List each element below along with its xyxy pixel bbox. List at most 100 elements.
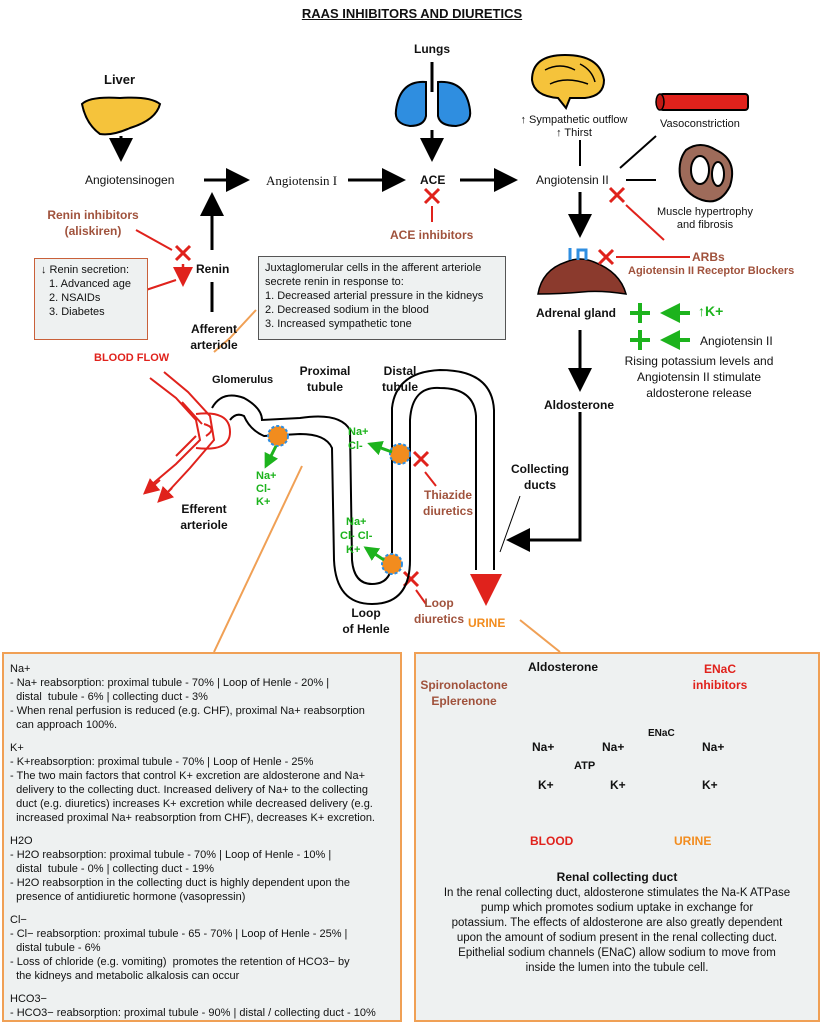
loop-ion: Cl- Cl- [340,530,373,542]
vasoconstriction-label: Vasoconstriction [660,118,740,130]
renin-secretion-box: ↓ Renin secretion: 1. Advanced age 2. NS… [34,258,148,340]
ion-section-line: presence of antidiuretic hormone (vasopr… [10,891,246,903]
jg-box-line: Juxtaglomerular cells in the afferent ar… [265,262,482,274]
rising-potassium-label-3: aldosterone release [646,386,752,400]
sympathetic-outflow-label: ↑ Sympathetic outflow [520,114,628,126]
loop-ion: K+ [346,544,361,556]
ion-section-line: the kidneys and metabolic alkalosis can … [10,970,240,982]
lungs-icon [394,62,472,128]
ion-section-line: distal tubule - 6% | collecting duct - 3… [10,691,208,703]
renin-inhibitors-label: Renin inhibitors [47,208,139,222]
renin-box-item: 1. Advanced age [49,278,131,290]
blood-label: BLOOD [530,834,574,848]
description-line: Epithelial sodium channels (ENaC) allow … [458,947,776,959]
renin-box-header: ↓ Renin secretion: [41,264,130,276]
muscle-hypertrophy-label: Muscle hypertrophy [657,206,753,218]
ion-section-line: - K+reabsorption: proximal tubule - 70% … [10,756,314,768]
loop-diuretics-label-1: Loop [424,596,454,610]
description-line: potassium. The effects of aldosterone ar… [451,917,783,929]
afferent-label: Afferent [190,322,237,336]
glomerulus-label: Glomerulus [212,374,274,386]
adrenal-gland-icon [537,248,628,295]
k-right-label: K+ [702,778,718,792]
na-left-label: Na+ [532,740,555,754]
description-line: inside the lumen into the tubule cell. [525,962,709,974]
angiotensin-ii-label: Angiotensin II [536,173,609,187]
distal-label: Distal [383,364,417,378]
heart-icon [678,144,734,203]
tubule-label: tubule [307,380,343,394]
ion-section: Cl−- Cl− reabsorption: proximal tubule -… [10,913,394,983]
ion-section-heading: H2O [10,835,33,847]
liver-icon [80,96,162,136]
renin-box-item: 2. NSAIDs [49,292,101,304]
description-line: upon the amount of sodium present in the… [456,932,778,944]
jg-box-line: 1. Decreased arterial pressure in the ki… [265,290,484,302]
efferent-arteriole-label: arteriole [180,518,228,532]
thiazide-label: Thiazide [423,488,472,502]
rp-aldosterone-label: Aldosterone [528,660,599,674]
thirst-label: ↑ Thirst [556,127,592,139]
blood-vessel-icon [655,93,749,111]
nephron-tubule [211,368,495,606]
proximal-ion: Na+ [256,470,277,482]
rising-potassium-label-2: Angiotensin II stimulate [636,370,762,384]
distal-tubule-label: tubule [382,380,418,394]
proximal-label: Proximal [299,364,351,378]
rp-urine-label: URINE [674,834,712,848]
jg-box-line: 2. Decreased sodium in the blood [265,304,429,316]
aliskiren-label: (aliskiren) [64,224,122,238]
aldosterone-label: Aldosterone [544,398,615,412]
ion-section-line: - H2O reabsorption: proximal tubule - 70… [10,849,332,861]
juxtaglomerular-box: Juxtaglomerular cells in the afferent ar… [258,256,506,340]
brain-icon [530,53,606,110]
arteriole-label: arteriole [190,338,238,352]
thiazide-diuretics-label: diuretics [422,504,473,518]
ion-section: HCO3−- HCO3− reabsorption: proximal tubu… [10,992,394,1020]
blood-flow-label: BLOOD FLOW [94,352,170,364]
collecting-label: Collecting [510,462,569,476]
loop-ion: Na+ [346,516,367,528]
ion-section: K+- K+reabsorption: proximal tubule - 70… [10,741,394,825]
ion-section: H2O - H2O reabsorption: proximal tubule -… [10,834,394,904]
ion-section-line: - Na+ reabsorption: proximal tubule - 70… [10,677,330,689]
jg-box-line: secrete renin in response to: [265,276,404,288]
angiotensin-i-label: Angiotensin I [266,173,338,188]
liver-label: Liver [104,72,136,87]
ducts-label: ducts [523,478,556,492]
ace-label: ACE [420,173,446,187]
collecting-duct-description: In the renal collecting duct, aldosteron… [418,886,816,976]
lungs-label: Lungs [414,42,450,56]
distal-ion: Na+ [348,426,369,438]
enac-label: ENaC [648,728,675,739]
k-mid-label: K+ [610,778,626,792]
ion-section-line: - When renal perfusion is reduced (e.g. … [10,705,365,717]
ion-section-line: duct (e.g. diuretics) increases K+ excre… [10,798,373,810]
na-right-label: Na+ [702,740,725,754]
ion-section-line: distal tubule - 0% | collecting duct - 1… [10,863,215,875]
ion-section-line: increased proximal Na+ reabsorption from… [10,812,375,824]
proximal-ion: Cl- [256,483,271,495]
angiotensinogen-label: Angiotensinogen [85,173,175,187]
efferent-label: Efferent [181,502,227,516]
renin-label: Renin [196,262,230,276]
renin-box-item: 3. Diabetes [49,306,105,318]
enac-inhibitors-label-2: inhibitors [692,678,748,692]
ion-section-line: distal tubule - 6% [10,942,101,954]
of-henle-label: of Henle [342,622,390,636]
angiotensin-ii-stim-label: Angiotensin II [700,334,773,348]
ion-section-line: - HCO3− reabsorption: proximal tubule - … [10,1007,376,1019]
ion-reabsorption-panel: Na+ - Na+ reabsorption: proximal tubule -… [2,652,402,1022]
loop-diuretics-label-2: diuretics [413,612,464,626]
arbs-label: ARBs [692,250,725,264]
ion-section-heading: Na+ [10,663,31,675]
ace-inhibitors-label: ACE inhibitors [390,228,474,242]
ion-sections: Na+ - Na+ reabsorption: proximal tubule -… [10,662,394,1020]
proximal-pump-icon [267,425,289,447]
ion-section-line: - The two main factors that control K+ e… [10,770,366,782]
arbs-full-label: Agiotensin II Receptor Blockers [628,265,795,277]
description-line: pump which promotes sodium uptake in exc… [480,902,754,914]
loop-label: Loop [351,606,381,620]
ion-section-line: can approach 100%. [10,719,118,731]
ion-section: Na+ - Na+ reabsorption: proximal tubule -… [10,662,394,732]
